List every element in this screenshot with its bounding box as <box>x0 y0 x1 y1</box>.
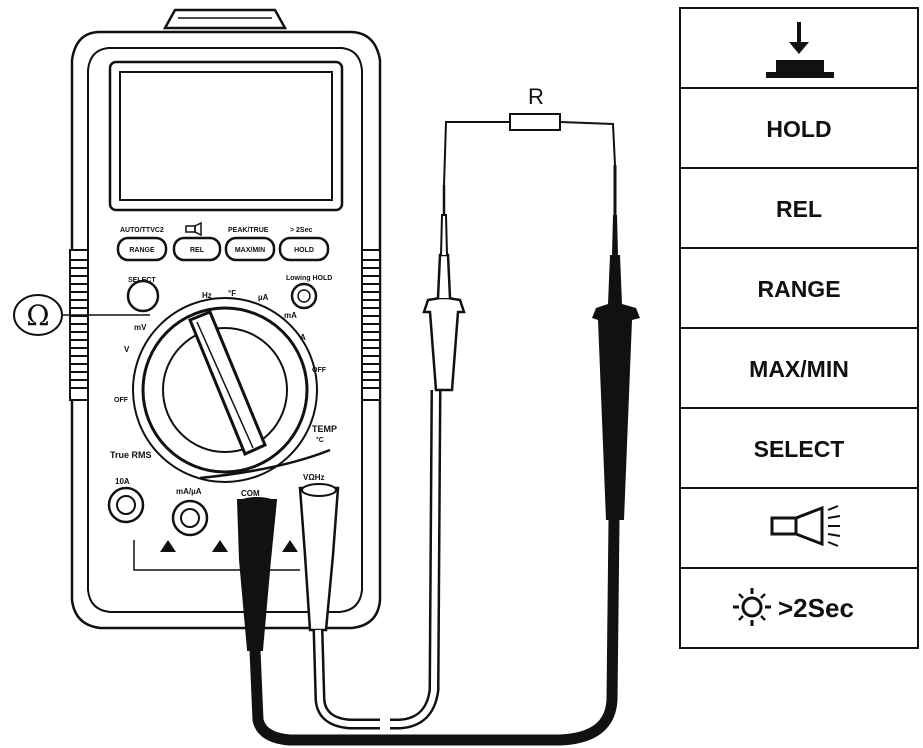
warning-icon <box>160 540 176 552</box>
button-range[interactable]: RANGE <box>116 236 168 262</box>
jack-label-v: VΩHz <box>303 473 325 482</box>
backlight-icon <box>733 588 771 626</box>
label-2sec: > 2Sec <box>290 227 312 234</box>
dial-label-c: °C <box>316 436 324 444</box>
dial-label-off-left: OFF <box>114 397 129 404</box>
rotary-dial[interactable] <box>132 297 318 483</box>
button-hold[interactable]: HOLD <box>278 236 330 262</box>
warning-icon <box>282 540 298 552</box>
press-button-icon <box>766 22 834 78</box>
warning-icon <box>212 540 228 552</box>
jack-label-10a: 10A <box>115 477 130 486</box>
flashlight-icon <box>770 505 841 547</box>
resistor-circuit: R <box>443 84 616 186</box>
hold-caption: Lowing HOLD <box>286 275 332 282</box>
label-peak: PEAK/TRUE <box>228 227 269 234</box>
ohm-symbol: Ω <box>26 299 49 332</box>
svg-text:MAX/MIN: MAX/MIN <box>235 247 265 254</box>
black-probe <box>592 165 640 520</box>
dial-label-ma: mA <box>284 311 297 320</box>
legend-2sec: >2Sec <box>778 593 854 623</box>
true-rms-label: True RMS <box>110 450 152 460</box>
svg-text:RANGE: RANGE <box>129 247 155 254</box>
legend-hold: HOLD <box>766 116 831 142</box>
svg-text:REL: REL <box>190 247 205 254</box>
dial-label-a: A <box>300 333 306 342</box>
label-auto: AUTO/TTVC2 <box>120 227 164 234</box>
jack-10a[interactable] <box>107 486 145 524</box>
legend-select: SELECT <box>754 436 845 462</box>
flashlight-small-icon <box>185 221 202 237</box>
resistor-label: R <box>528 84 544 109</box>
legend-table: HOLD REL RANGE MAX/MIN SELECT >2Sec <box>679 7 919 649</box>
white-probe <box>422 185 466 392</box>
legend-range: RANGE <box>757 276 840 302</box>
legend-rel: REL <box>776 196 822 222</box>
right-grip <box>361 249 381 401</box>
jack-label-com: COM <box>241 489 260 498</box>
left-grip <box>69 249 89 401</box>
legend-maxmin: MAX/MIN <box>749 356 849 382</box>
dial-label-v: V <box>124 345 130 354</box>
jack-ma-ua[interactable] <box>171 499 209 537</box>
red-lead-plug <box>298 483 340 632</box>
lcd-screen <box>119 71 333 201</box>
dial-label-temp: TEMP <box>312 424 337 434</box>
button-select[interactable] <box>126 279 160 313</box>
jack-label-ma: mA/µA <box>176 487 202 496</box>
svg-text:HOLD: HOLD <box>294 247 314 254</box>
black-lead-plug <box>236 497 278 651</box>
dial-label-off-right: OFF <box>312 367 327 374</box>
button-maxmin[interactable]: MAX/MIN <box>224 236 276 262</box>
dial-label-hz: Hz <box>202 291 212 300</box>
dial-label-f: °F <box>228 289 236 298</box>
multimeter: AUTO/TTVC2 PEAK/TRUE > 2Sec RANGE REL MA… <box>69 8 382 630</box>
ohm-callout: Ω <box>13 294 150 336</box>
black-cable <box>249 519 620 746</box>
button-rel[interactable]: REL <box>172 236 222 262</box>
dial-label-ua: µA <box>258 293 269 302</box>
hanger-tab <box>162 8 288 30</box>
button-lowing-hold[interactable] <box>290 282 318 310</box>
resistor <box>509 113 561 131</box>
dial-label-mv: mV <box>134 323 147 332</box>
white-cable <box>312 629 380 730</box>
